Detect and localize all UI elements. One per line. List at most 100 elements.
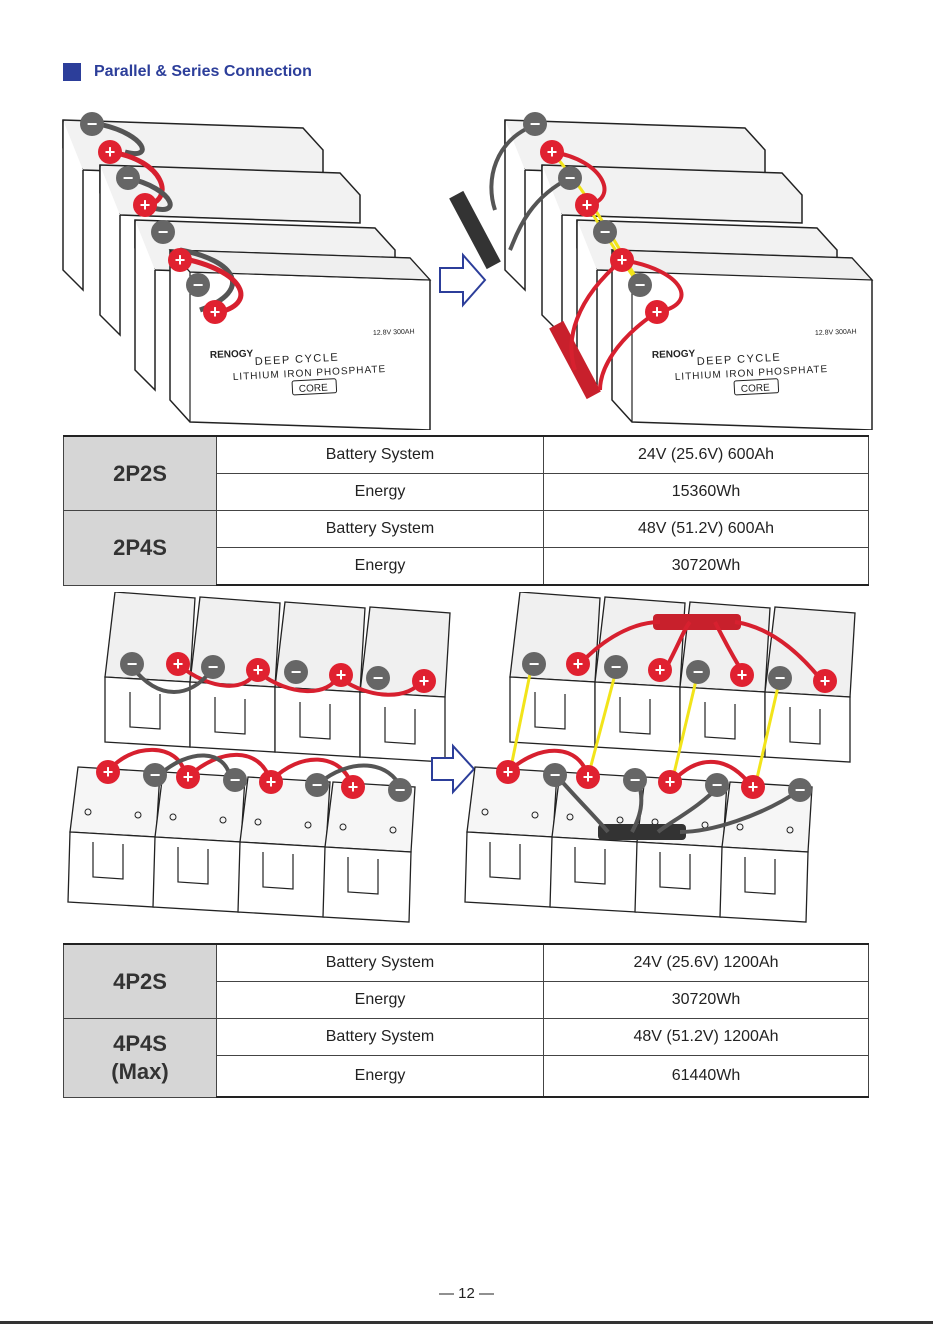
terminal-positive: + xyxy=(96,760,120,784)
terminal-negative: − xyxy=(143,763,167,787)
svg-text:−: − xyxy=(291,662,302,682)
battery-rating: 12.8V 300AH xyxy=(815,329,857,337)
svg-text:−: − xyxy=(795,780,806,800)
terminal-positive: + xyxy=(575,193,599,217)
energy-label: Energy xyxy=(216,473,544,511)
svg-text:−: − xyxy=(693,662,704,682)
svg-text:−: − xyxy=(550,765,561,785)
terminal-negative: − xyxy=(768,666,792,690)
svg-text:+: + xyxy=(582,195,593,215)
arrow-right-icon xyxy=(439,252,487,308)
terminal-positive: + xyxy=(741,775,765,799)
svg-text:+: + xyxy=(503,762,514,782)
energy-label: Energy xyxy=(216,981,544,1019)
terminal-negative: − xyxy=(388,778,412,802)
terminal-negative: − xyxy=(593,220,617,244)
svg-text:+: + xyxy=(820,671,831,691)
left-back-row xyxy=(104,592,451,763)
energy-value: 30720Wh xyxy=(543,547,869,586)
svg-text:−: − xyxy=(395,780,406,800)
terminal-positive: + xyxy=(645,300,669,324)
terminal-negative: − xyxy=(522,652,546,676)
terminal-positive: + xyxy=(168,248,192,272)
svg-text:+: + xyxy=(419,671,430,691)
terminal-negative: − xyxy=(604,655,628,679)
right-battery-stack: RENOGY 12.8V 300AH DEEP CYCLE LITHIUM IR… xyxy=(449,112,874,430)
terminal-positive: + xyxy=(648,658,672,682)
terminal-negative: − xyxy=(120,652,144,676)
svg-text:−: − xyxy=(123,168,134,188)
system-value: 24V (25.6V) 600Ah xyxy=(543,435,869,474)
terminal-positive: + xyxy=(98,140,122,164)
svg-text:−: − xyxy=(529,654,540,674)
svg-text:+: + xyxy=(103,762,114,782)
svg-text:+: + xyxy=(173,654,184,674)
config-name: 4P4S xyxy=(113,1030,167,1056)
terminal-positive: + xyxy=(133,193,157,217)
front-battery: RENOGY 12.8V 300AH DEEP CYCLE LITHIUM IR… xyxy=(168,249,432,430)
battery-brand: RENOGY xyxy=(652,348,696,361)
left-battery-stack: RENOGY 12.8V 300AH DEEP CYCLE LITHIUM IR… xyxy=(62,112,432,430)
energy-label: Energy xyxy=(216,1055,544,1098)
svg-text:+: + xyxy=(573,654,584,674)
bottom-rule xyxy=(0,1321,933,1324)
terminal-positive: + xyxy=(166,652,190,676)
terminal-positive: + xyxy=(610,248,634,272)
terminal-negative: − xyxy=(543,763,567,787)
battery-model: CORE xyxy=(299,382,329,395)
terminal-negative: − xyxy=(151,220,175,244)
terminal-negative: − xyxy=(305,773,329,797)
svg-text:+: + xyxy=(253,660,264,680)
svg-text:+: + xyxy=(105,142,116,162)
terminal-positive: + xyxy=(203,300,227,324)
figure-bottom-diagram: − + − + − + − + + − + − + − + − − + − xyxy=(67,592,856,923)
terminal-positive: + xyxy=(341,775,365,799)
svg-text:+: + xyxy=(583,767,594,787)
terminal-negative: − xyxy=(284,660,308,684)
svg-text:−: − xyxy=(775,668,786,688)
energy-value: 61440Wh xyxy=(543,1055,869,1098)
system-label: Battery System xyxy=(216,943,544,982)
terminal-positive: + xyxy=(540,140,564,164)
config-name: 4P2S xyxy=(63,943,217,1019)
svg-text:+: + xyxy=(348,777,359,797)
config-name-max: 4P4S (Max) xyxy=(63,1018,217,1098)
svg-text:−: − xyxy=(600,222,611,242)
system-value: 48V (51.2V) 1200Ah xyxy=(543,1018,869,1056)
svg-text:+: + xyxy=(140,195,151,215)
terminal-positive: + xyxy=(496,760,520,784)
svg-text:−: − xyxy=(530,114,541,134)
svg-text:+: + xyxy=(655,660,666,680)
terminal-positive: + xyxy=(412,669,436,693)
battery-brand: RENOGY xyxy=(210,348,254,361)
negative-bus-bar xyxy=(598,824,686,840)
svg-text:+: + xyxy=(547,142,558,162)
positive-bus-bar xyxy=(653,614,741,630)
section-header: Parallel & Series Connection xyxy=(63,62,312,82)
terminal-positive: + xyxy=(576,765,600,789)
section-square-icon xyxy=(63,63,81,81)
svg-text:+: + xyxy=(183,767,194,787)
svg-text:+: + xyxy=(336,665,347,685)
svg-text:−: − xyxy=(312,775,323,795)
terminal-negative: − xyxy=(201,655,225,679)
negative-bus-bar xyxy=(449,190,501,270)
terminal-negative: − xyxy=(686,660,710,684)
energy-value: 30720Wh xyxy=(543,981,869,1019)
terminal-positive: + xyxy=(813,669,837,693)
config-sub: (Max) xyxy=(111,1058,169,1084)
spec-table-top: 2P2S Battery System 24V (25.6V) 600Ah En… xyxy=(63,435,869,586)
terminal-positive: + xyxy=(176,765,200,789)
terminal-negative: − xyxy=(80,112,104,136)
svg-text:−: − xyxy=(158,222,169,242)
terminal-negative: − xyxy=(186,273,210,297)
front-battery: RENOGY 12.8V 300AH DEEP CYCLE LITHIUM IR… xyxy=(610,249,874,430)
config-name: 2P4S xyxy=(63,510,217,586)
svg-text:−: − xyxy=(635,275,646,295)
svg-text:−: − xyxy=(208,657,219,677)
svg-text:+: + xyxy=(210,302,221,322)
positive-bus-bar xyxy=(549,320,601,400)
terminal-positive: + xyxy=(329,663,353,687)
terminal-positive: + xyxy=(246,658,270,682)
battery-model: CORE xyxy=(741,382,771,395)
